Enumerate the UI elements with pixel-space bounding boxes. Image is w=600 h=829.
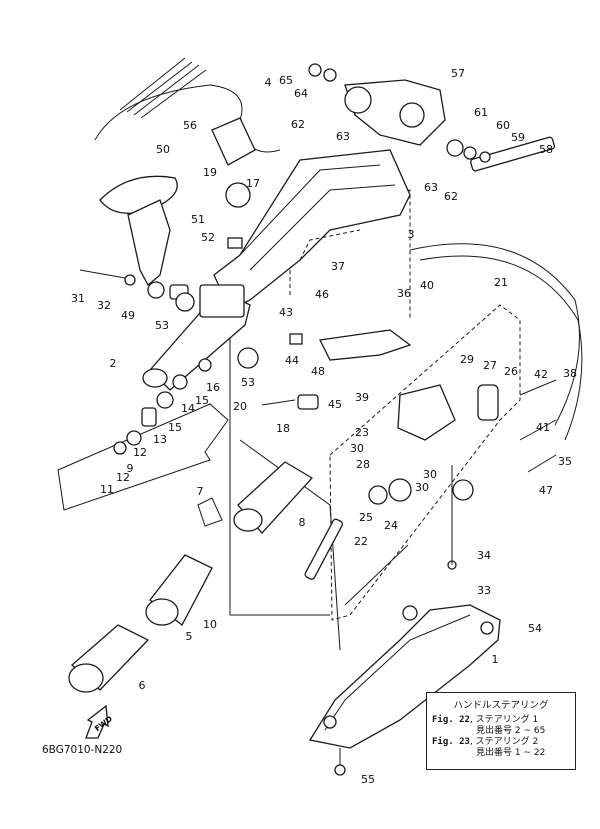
part-label-23: 23 bbox=[355, 426, 369, 439]
fig22-name: , ステアリング 1 bbox=[469, 715, 539, 725]
part-label-2: 2 bbox=[110, 357, 117, 370]
part-label-33: 33 bbox=[477, 584, 491, 597]
part-label-57: 57 bbox=[451, 67, 465, 80]
linkage-parts bbox=[304, 379, 557, 606]
part-label-22: 22 bbox=[354, 535, 368, 548]
mount-bracket bbox=[308, 63, 555, 172]
part-label-63: 63 bbox=[336, 130, 350, 143]
fig22-range: 見出番号 2 ~ 65 bbox=[476, 726, 546, 736]
frame-linkage bbox=[329, 304, 521, 621]
part-label-50: 50 bbox=[156, 143, 170, 156]
part-label-59: 59 bbox=[511, 131, 525, 144]
part-label-28: 28 bbox=[356, 458, 370, 471]
part-label-7: 7 bbox=[197, 485, 204, 498]
assembly-frames bbox=[57, 189, 521, 651]
part-label-10: 10 bbox=[203, 618, 217, 631]
legend-row-fig22: Fig. 22, ステアリング 1 bbox=[432, 715, 570, 726]
legend-box: ハンドルステアリング Fig. 22, ステアリング 1 見出番号 2 ~ 65… bbox=[426, 692, 576, 770]
part-label-38: 38 bbox=[563, 367, 577, 380]
fig23-name: , ステアリング 2 bbox=[469, 737, 539, 747]
part-label-60: 60 bbox=[496, 119, 510, 132]
part-label-26: 26 bbox=[504, 365, 518, 378]
bottom-cover bbox=[308, 604, 501, 776]
shift-knob bbox=[99, 175, 189, 300]
part-label-54: 54 bbox=[528, 622, 542, 635]
part-label-51: 51 bbox=[191, 213, 205, 226]
part-label-30: 30 bbox=[423, 468, 437, 481]
part-label-12: 12 bbox=[133, 446, 147, 459]
part-label-15: 15 bbox=[195, 394, 209, 407]
part-label-24: 24 bbox=[384, 519, 398, 532]
part-label-34: 34 bbox=[477, 549, 491, 562]
small-parts bbox=[79, 182, 412, 455]
part-label-13: 13 bbox=[153, 433, 167, 446]
fig23-range: 見出番号 1 ~ 22 bbox=[476, 748, 546, 758]
tiller-handle bbox=[142, 284, 251, 391]
part-label-64: 64 bbox=[294, 87, 308, 100]
part-label-12: 12 bbox=[116, 471, 130, 484]
part-label-44: 44 bbox=[285, 354, 299, 367]
part-label-4: 4 bbox=[265, 76, 272, 89]
part-label-6: 6 bbox=[139, 679, 146, 692]
part-label-58: 58 bbox=[539, 143, 553, 156]
part-label-46: 46 bbox=[315, 288, 329, 301]
part-label-37: 37 bbox=[331, 260, 345, 273]
part-label-21: 21 bbox=[494, 276, 508, 289]
part-label-55: 55 bbox=[361, 773, 375, 786]
part-label-30: 30 bbox=[415, 481, 429, 494]
part-label-42: 42 bbox=[534, 368, 548, 381]
part-label-17: 17 bbox=[246, 177, 260, 190]
part-label-62: 62 bbox=[444, 190, 458, 203]
part-label-8: 8 bbox=[299, 516, 306, 529]
part-label-39: 39 bbox=[355, 391, 369, 404]
fwd-arrow-icon: FWD bbox=[85, 704, 114, 739]
part-label-31: 31 bbox=[71, 292, 85, 305]
part-label-15: 15 bbox=[168, 421, 182, 434]
fig23-ref: Fig. 23 bbox=[432, 737, 470, 747]
part-label-25: 25 bbox=[359, 511, 373, 524]
part-label-35: 35 bbox=[558, 455, 572, 468]
part-label-40: 40 bbox=[420, 279, 434, 292]
part-label-49: 49 bbox=[121, 309, 135, 322]
part-label-65: 65 bbox=[279, 74, 293, 87]
part-label-45: 45 bbox=[328, 398, 342, 411]
part-label-48: 48 bbox=[311, 365, 325, 378]
part-label-5: 5 bbox=[186, 630, 193, 643]
part-label-36: 36 bbox=[397, 287, 411, 300]
cables bbox=[94, 57, 583, 441]
part-label-11: 11 bbox=[100, 483, 114, 496]
part-label-27: 27 bbox=[483, 359, 497, 372]
part-label-32: 32 bbox=[97, 299, 111, 312]
part-label-29: 29 bbox=[460, 353, 474, 366]
part-label-19: 19 bbox=[203, 166, 217, 179]
part-label-47: 47 bbox=[539, 484, 553, 497]
part-label-52: 52 bbox=[201, 231, 215, 244]
legend-title: ハンドルステアリング bbox=[453, 700, 549, 711]
frame-lower-left bbox=[57, 403, 229, 511]
part-label-30: 30 bbox=[350, 442, 364, 455]
drawing-code: 6BG7010-N220 bbox=[42, 744, 123, 756]
part-label-43: 43 bbox=[279, 306, 293, 319]
legend-row-fig23: Fig. 23, ステアリング 2 bbox=[432, 737, 570, 748]
part-label-61: 61 bbox=[474, 106, 488, 119]
leader-line-2 bbox=[239, 439, 341, 651]
part-label-53: 53 bbox=[155, 319, 169, 332]
part-label-16: 16 bbox=[206, 381, 220, 394]
part-label-3: 3 bbox=[408, 228, 415, 241]
part-label-20: 20 bbox=[233, 400, 247, 413]
part-label-56: 56 bbox=[183, 119, 197, 132]
fig22-ref: Fig. 22 bbox=[432, 715, 470, 725]
part-label-62: 62 bbox=[291, 118, 305, 131]
part-number-labels: 1234567891011121213141515161718192021222… bbox=[71, 67, 577, 786]
part-label-53: 53 bbox=[241, 376, 255, 389]
part-label-63: 63 bbox=[424, 181, 438, 194]
part-label-41: 41 bbox=[536, 421, 550, 434]
part-label-9: 9 bbox=[127, 462, 134, 475]
part-label-1: 1 bbox=[492, 653, 499, 666]
part-label-18: 18 bbox=[276, 422, 290, 435]
throttle-grip-parts bbox=[68, 461, 314, 693]
part-label-14: 14 bbox=[181, 402, 195, 415]
